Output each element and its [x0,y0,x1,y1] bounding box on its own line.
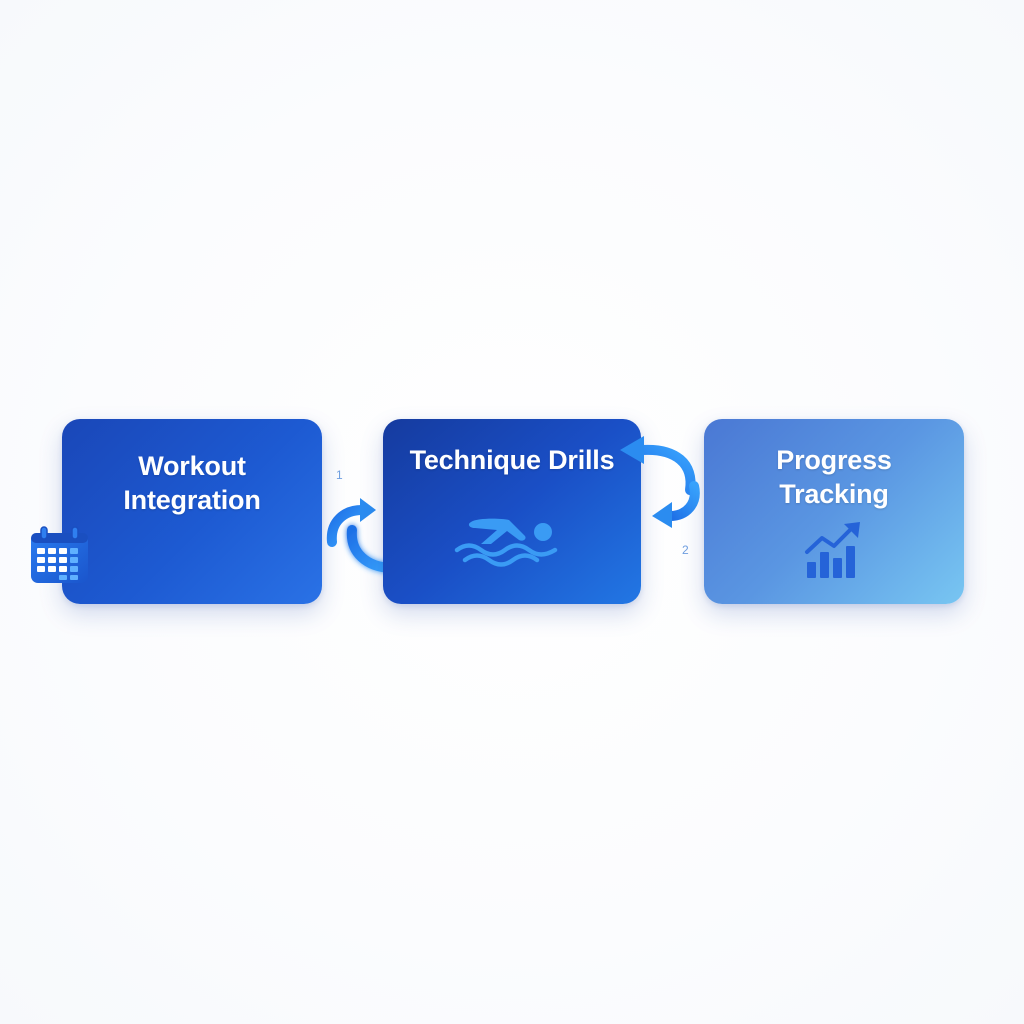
connector-label: 1 [336,468,343,482]
step-title-line: Tracking [779,479,889,509]
step-title: Workout Integration [62,449,322,517]
bar-chart-trend-icon [805,522,860,578]
step-title-line: Workout [138,451,246,481]
connector-label: 2 [682,543,689,557]
step-title-line: Technique Drills [409,445,615,475]
swimmer-icon [454,518,558,567]
step-title: Technique Drills [383,443,641,477]
step-title-line: Progress [776,445,892,475]
step-card-workout-integration: Workout Integration [62,419,322,604]
step-title-line: Integration [123,485,261,515]
step-title: Progress Tracking [704,443,964,511]
curved-return-arrow-icon [620,436,700,528]
step-card-technique-drills: Technique Drills [383,419,641,604]
step-card-progress-tracking: Progress Tracking [704,419,964,604]
calendar-icon [31,526,88,583]
